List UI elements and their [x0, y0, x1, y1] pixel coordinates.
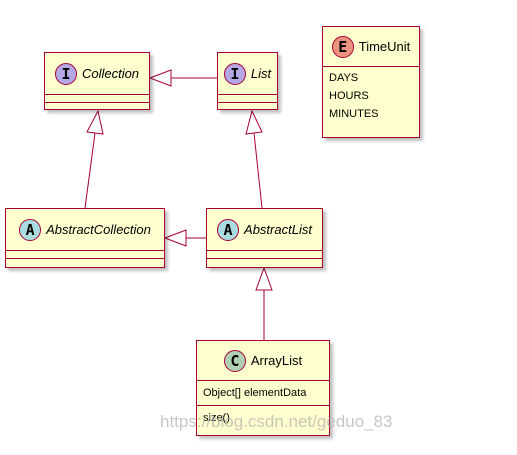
class-name: AbstractCollection — [46, 222, 151, 237]
method-item: size() — [203, 412, 230, 424]
abstract-stereotype-icon: A — [217, 218, 240, 241]
enum-value: HOURS — [329, 90, 369, 102]
arraylist-class[interactable]: C ArrayList Object[] elementData size() — [196, 340, 330, 436]
list-interface[interactable]: I List — [217, 52, 278, 110]
abstractlist-implements-list-arrowhead — [245, 109, 263, 135]
class-name: ArrayList — [250, 353, 303, 368]
abstract-stereotype-icon: A — [19, 218, 42, 241]
methods-section: size() — [197, 406, 329, 430]
watermark-text: https://blog.csdn.net/geduo_83 — [160, 412, 393, 431]
fields-section — [207, 251, 322, 259]
enum-value: DAYS — [329, 72, 359, 84]
abstractlist-extends-abstractcollection-arrowhead — [163, 229, 187, 247]
timeunit-header: E TimeUnit — [323, 27, 419, 67]
fields-section — [45, 95, 149, 103]
abstractcollection-implements-collection-line — [84, 132, 96, 209]
class-stereotype-icon: C — [223, 349, 246, 372]
class-name: Collection — [81, 66, 140, 81]
fields-section — [218, 95, 277, 103]
abstractlist-class[interactable]: A AbstractList — [206, 208, 323, 268]
class-name: TimeUnit — [358, 39, 411, 54]
list-extends-collection-arrowhead — [148, 69, 172, 87]
abstractlist-implements-list-line — [253, 132, 263, 209]
timeunit-enum[interactable]: E TimeUnit DAYS HOURS MINUTES — [322, 26, 420, 138]
field-item: Object[] elementData — [203, 387, 307, 399]
abstractcollection-header: A AbstractCollection — [6, 209, 164, 251]
list-header: I List — [218, 53, 277, 95]
abstractlist-header: A AbstractList — [207, 209, 322, 251]
class-name: AbstractList — [244, 222, 312, 237]
class-name: List — [250, 66, 272, 81]
fields-section: Object[] elementData — [197, 381, 329, 406]
enum-stereotype-icon: E — [331, 35, 354, 58]
abstractcollection-implements-collection-arrowhead — [86, 109, 104, 135]
interface-stereotype-icon: I — [223, 62, 246, 85]
interface-stereotype-icon: I — [54, 62, 77, 85]
arraylist-header: C ArrayList — [197, 341, 329, 381]
fields-section — [6, 251, 164, 259]
enum-values-section: DAYS HOURS MINUTES — [323, 67, 419, 125]
abstractcollection-class[interactable]: A AbstractCollection — [5, 208, 165, 268]
collection-header: I Collection — [45, 53, 149, 95]
collection-interface[interactable]: I Collection — [44, 52, 150, 110]
arraylist-extends-abstractlist-arrowhead — [255, 266, 273, 291]
enum-value: MINUTES — [329, 108, 379, 120]
